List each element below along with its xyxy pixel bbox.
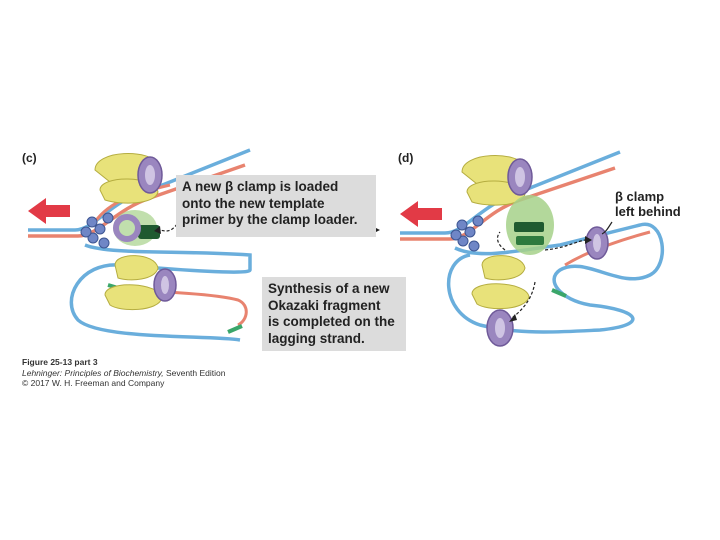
caption-book-title: Lehninger: Principles of Biochemistry,	[22, 368, 164, 378]
primer-green-d1	[552, 290, 566, 296]
callout-synthesis-line-3: is completed on the	[268, 314, 400, 331]
new-beta-clamp-d	[487, 310, 513, 346]
label-clamp-left-behind-line-2: left behind	[615, 204, 681, 219]
callout-clamp-loaded-line-3: primer by the clamp loader.	[182, 212, 370, 229]
fork-movement-arrow-c	[28, 198, 70, 224]
callout-clamp-loaded: A new β clamp is loaded onto the new tem…	[176, 175, 376, 237]
callout-clamp-loaded-line-1: A new β clamp is loaded	[182, 179, 370, 196]
callout-synthesis: Synthesis of a new Okazaki fragment is c…	[262, 277, 406, 351]
callout-synthesis-line-4: lagging strand.	[268, 331, 400, 348]
caption-copyright: © 2017 W. H. Freeman and Company	[22, 378, 225, 389]
lower-polymerase-d	[472, 256, 529, 309]
panel-label-d: (d)	[398, 151, 413, 165]
label-clamp-left-behind: β clamp left behind	[615, 189, 681, 219]
label-clamp-left-behind-line-1: β clamp	[615, 189, 681, 204]
fork-movement-arrow-d	[400, 201, 442, 227]
caption-book-line: Lehninger: Principles of Biochemistry, S…	[22, 368, 225, 379]
clamp-loader-released-d	[506, 195, 554, 255]
caption-edition: Seventh Edition	[164, 368, 226, 378]
upper-beta-clamp-c	[138, 157, 162, 193]
callout-synthesis-line-1: Synthesis of a new	[268, 281, 400, 298]
figure-caption: Figure 25-13 part 3 Lehninger: Principle…	[22, 357, 225, 389]
upper-beta-clamp-d	[508, 159, 532, 195]
caption-figure-number: Figure 25-13 part 3	[22, 357, 225, 368]
primer-green-c1	[228, 326, 242, 332]
panel-d-diagram	[400, 152, 662, 346]
clamp-loader-c	[113, 210, 160, 246]
loader-dissociate-arrow-d	[498, 232, 505, 250]
callout-clamp-loaded-line-2: onto the new template	[182, 196, 370, 213]
lagging-strand-template-d	[449, 224, 663, 332]
callout-synthesis-line-2: Okazaki fragment	[268, 298, 400, 315]
lower-beta-clamp-c	[154, 269, 176, 301]
panel-label-c: (c)	[22, 151, 37, 165]
